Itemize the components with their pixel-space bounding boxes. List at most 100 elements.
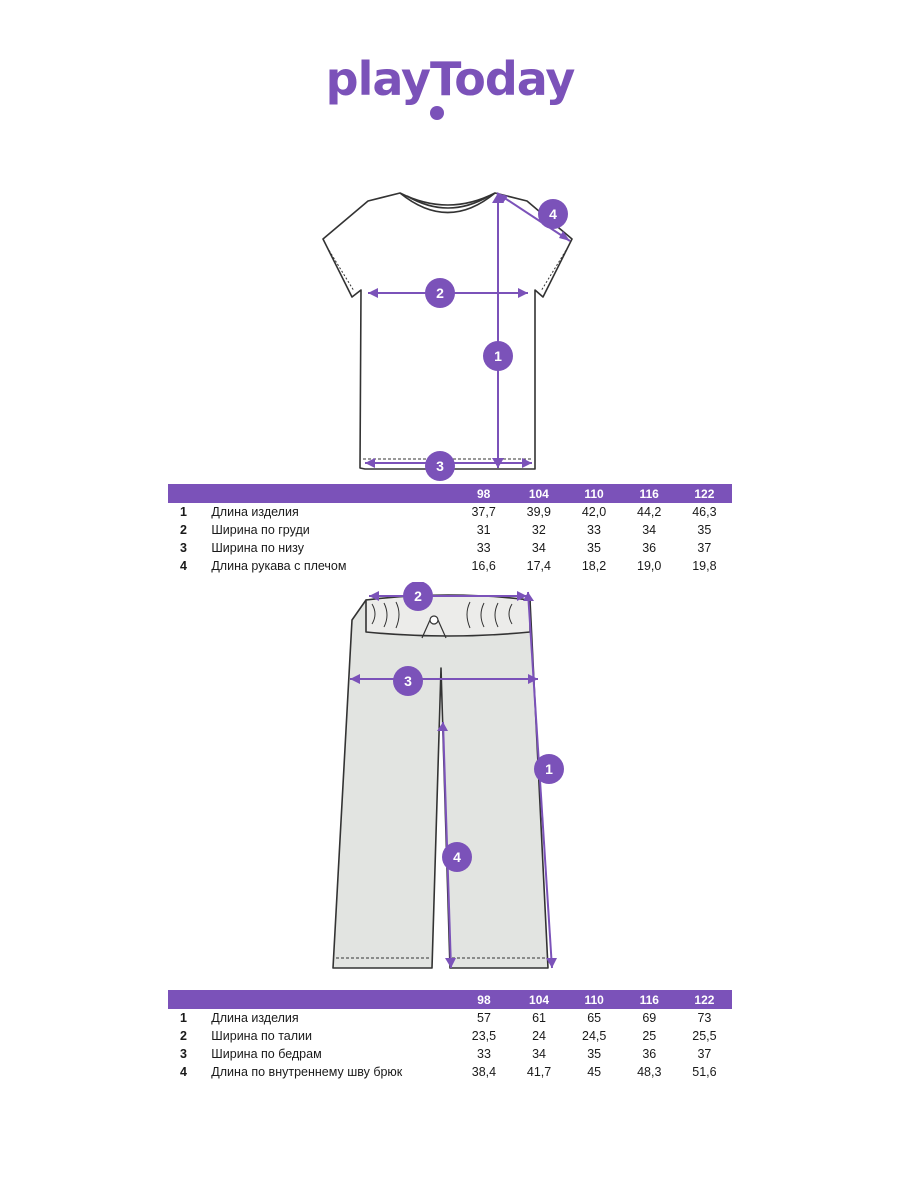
measurement-name: Ширина по груди [211,523,310,537]
measurement-value: 48,3 [637,1065,662,1079]
measurement-value: 16,6 [471,559,496,573]
measurement-value: 32 [531,523,546,537]
measurement-name: Ширина по бедрам [211,1047,322,1061]
table-row: 3 Ширина по низу 33 34 35 36 37 [168,539,732,557]
tshirt-table-header: 98 104 110 116 122 [168,484,732,503]
table-row: 1 Длина изделия 57 61 65 69 73 [168,1009,732,1027]
measurement-value: 34 [531,541,546,555]
measurement-value: 35 [587,541,601,555]
table-row: 4 Длина по внутреннему шву брюк 38,4 41,… [168,1063,732,1081]
measurement-value: 19,8 [692,559,717,573]
size-header-122: 122 [676,990,732,1009]
size-header-116: 116 [621,990,677,1009]
measurement-value: 18,2 [581,559,607,573]
measurement-value: 45 [587,1065,602,1079]
table-row: 3 Ширина по бедрам 33 34 35 36 37 [168,1045,732,1063]
measurement-value: 33 [476,541,491,555]
logo-dot [430,106,444,120]
svg-text:4: 4 [453,849,461,865]
measurement-value: 25,5 [692,1029,717,1043]
size-header-104: 104 [511,990,567,1009]
tshirt-marker-3: 3 [425,451,455,481]
row-number: 4 [180,559,187,573]
measurement-value: 36 [642,1047,657,1061]
measurement-value: 38,4 [471,1065,497,1079]
tshirt-outline [322,192,573,470]
svg-text:2: 2 [436,285,444,301]
size-header-122: 122 [676,484,732,503]
measurement-value: 39,9 [526,505,551,519]
measurement-value: 17,4 [526,559,551,573]
pants-table-header: 98 104 110 116 122 [168,990,732,1009]
measurement-value: 37 [697,541,712,555]
pants-marker-2: 2 [403,582,433,611]
size-header-116: 116 [621,484,677,503]
size-header-110: 110 [566,990,622,1009]
tshirt-marker-1: 1 [483,341,513,371]
size-header-104: 104 [511,484,567,503]
measurement-value: 42,0 [581,505,607,519]
header-blank [211,484,457,503]
pants-marker-4: 4 [442,842,472,872]
size-header-110: 110 [566,484,622,503]
row-number: 3 [180,1047,187,1061]
measurement-value: 33 [477,1047,491,1061]
measurement-value: 34 [532,1047,547,1061]
measurement-value: 41,7 [526,1065,552,1079]
header-blank [211,990,457,1009]
pants-marker-1: 1 [534,754,564,784]
table-row: 4 Длина рукава с плечом 16,6 17,4 18,2 1… [168,557,732,575]
measurement-name: Длина изделия [211,1011,299,1025]
table-row: 2 Ширина по груди 31 32 33 34 35 [168,521,732,539]
measurement-value: 33 [587,523,601,537]
header-blank [168,484,212,503]
measurement-value: 23,5 [471,1029,497,1043]
tshirt-marker-4: 4 [538,199,568,229]
measurement-value: 65 [587,1011,602,1025]
measurement-value: 31 [476,523,491,537]
pants-outline [332,594,549,969]
size-header-98: 98 [456,484,512,503]
brand-logo: playToday [325,52,576,106]
measurement-value: 24 [532,1029,547,1043]
pants-drawing: 1 2 3 4 [332,582,564,969]
row-number: 1 [180,505,187,519]
row-number: 1 [180,1011,187,1025]
measurement-value: 61 [532,1011,547,1025]
header-blank [168,990,212,1009]
svg-text:3: 3 [436,458,444,474]
row-number: 2 [180,523,187,537]
tshirt-marker-2: 2 [425,278,455,308]
measurement-name: Длина изделия [211,505,299,519]
measurement-value: 19,0 [637,559,662,573]
measurement-value: 46,3 [692,505,717,519]
measurement-value: 44,2 [637,505,662,519]
measurement-value: 37 [697,1047,712,1061]
measurement-value: 35 [587,1047,602,1061]
measurement-value: 73 [697,1011,712,1025]
row-number: 3 [180,541,187,555]
svg-text:1: 1 [494,348,502,364]
measurement-name: Длина по внутреннему шву брюк [211,1065,403,1079]
measurement-value: 35 [697,523,712,537]
measurement-value: 24,5 [582,1029,607,1043]
svg-text:3: 3 [404,673,412,689]
measurement-name: Ширина по талии [211,1029,312,1043]
measurement-value: 36 [642,541,657,555]
size-header-98: 98 [456,990,512,1009]
measurement-value: 57 [477,1011,491,1025]
svg-text:1: 1 [545,761,553,777]
table-row: 2 Ширина по талии 23,5 24 24,5 25 25,5 [168,1027,732,1045]
svg-text:2: 2 [414,588,422,604]
tshirt-size-table: 98 104 110 116 122 1 Длина изделия 37,7 … [168,484,732,575]
measurement-value: 34 [642,523,657,537]
table-row: 1 Длина изделия 37,7 39,9 42,0 44,2 46,3 [168,503,732,521]
measurement-value: 25 [642,1029,657,1043]
measurement-value: 69 [642,1011,657,1025]
measurement-value: 51,6 [692,1065,717,1079]
pants-marker-3: 3 [393,666,423,696]
row-number: 4 [180,1065,187,1079]
pants-size-table: 98 104 110 116 122 1 Длина изделия 57 61… [168,990,732,1081]
row-number: 2 [180,1029,187,1043]
tshirt-drawing: 1 2 3 4 [322,192,573,481]
